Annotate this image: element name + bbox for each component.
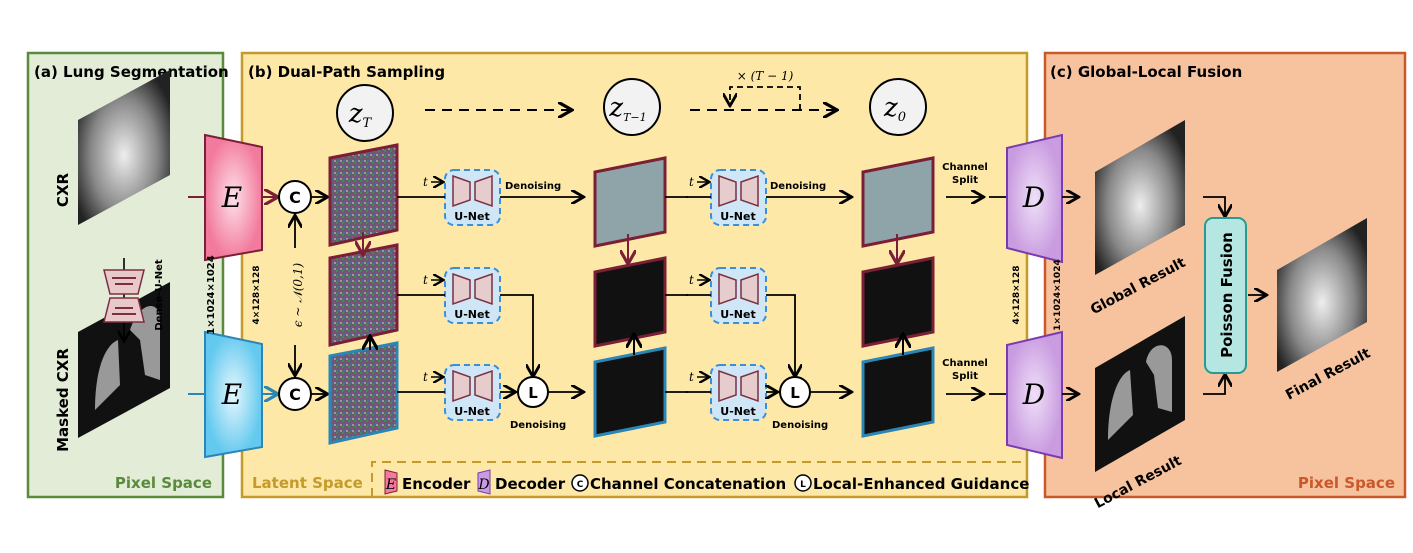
encoder-local-symbol: E <box>221 378 242 411</box>
latent-mid-final <box>861 256 935 348</box>
decoder-global-symbol: D <box>1022 181 1045 214</box>
pixel-space-label-c: Pixel Space <box>1298 474 1395 492</box>
decoder-local-symbol: D <box>1022 378 1045 411</box>
legend-box <box>371 461 1027 497</box>
local-symbol: L <box>528 384 538 402</box>
legend-concat-icon <box>571 474 589 492</box>
masked-cxr-label: Masked CXR <box>54 348 72 452</box>
svg-text:C: C <box>577 480 584 490</box>
svg-text:t: t <box>423 175 428 189</box>
dim-pixel-a: 1×1024×1024 <box>206 255 217 334</box>
local-symbol: L <box>790 384 800 402</box>
legend-decoder-icon <box>477 469 491 495</box>
masked-lungs <box>95 306 160 410</box>
svg-text:t: t <box>423 273 428 287</box>
z-T-node: zT <box>336 84 394 142</box>
latent-noise <box>328 243 399 347</box>
legend-encoder-icon <box>384 469 398 495</box>
cxr-image <box>78 70 170 225</box>
latent-global-final <box>861 156 935 248</box>
noise-label: ϵ ~ 𝒩(0,1) <box>291 263 305 328</box>
decoder-local <box>1006 330 1063 460</box>
unet-block: U-Net t <box>686 169 767 226</box>
denoising-label: Denoising <box>770 181 826 192</box>
latent-local <box>328 341 399 445</box>
svg-text:D: D <box>477 477 489 493</box>
global-result-image <box>1095 120 1185 275</box>
svg-text:U-Net: U-Net <box>720 210 755 223</box>
legend-decoder: Decoder <box>495 475 566 493</box>
denoising-label: Denoising <box>510 420 566 431</box>
final-result-image <box>1277 218 1367 372</box>
latent-space-label: Latent Space <box>252 474 363 492</box>
poisson-fusion-label: Poisson Fusion <box>1218 232 1236 358</box>
z-T-minus-1-node: zT−1 <box>603 78 661 136</box>
dim-pixel-c: 1×1024×1024 <box>1053 259 1063 330</box>
unet-block: U-Net t <box>686 364 767 421</box>
svg-text:U-Net: U-Net <box>454 210 489 223</box>
svg-text:E: E <box>385 477 396 493</box>
unet-block: U-Net t <box>420 364 501 421</box>
legend-concat: Channel Concatenation <box>590 475 786 493</box>
svg-text:t: t <box>689 370 694 384</box>
poisson-fusion-box <box>1204 217 1247 374</box>
svg-text:zT: zT <box>348 99 373 131</box>
svg-text:U-Net: U-Net <box>454 308 489 321</box>
panel-a-title: (a) Lung Segmentation <box>34 63 229 81</box>
latent-local-final <box>861 346 935 438</box>
unet-block: U-Net t <box>420 169 501 226</box>
denoising-label: Denoising <box>772 420 828 431</box>
panel-c-title: (c) Global-Local Fusion <box>1050 63 1242 81</box>
legend-encoder: Encoder <box>402 475 471 493</box>
latent-local-step <box>593 346 667 438</box>
dim-latent-c: 4×128×128 <box>1012 266 1022 325</box>
dim-latent-a: 4×128×128 <box>252 266 262 325</box>
unet-block: U-Net t <box>686 267 767 324</box>
svg-text:t: t <box>423 370 428 384</box>
denoising-label: Denoising <box>505 181 561 192</box>
svg-text:t: t <box>689 273 694 287</box>
encoder-global <box>204 133 263 262</box>
latent-global-step <box>593 156 667 248</box>
svg-text:U-Net: U-Net <box>720 405 755 418</box>
svg-text:zT−1: zT−1 <box>608 93 646 124</box>
latent-mid-step <box>593 256 667 348</box>
svg-text:z0: z0 <box>883 93 906 125</box>
repeat-loop <box>730 86 801 110</box>
panel-b-title: (b) Dual-Path Sampling <box>248 63 445 81</box>
cxr-label: CXR <box>54 172 72 207</box>
pixel-space-label-a: Pixel Space <box>115 474 212 492</box>
concat-symbol: C <box>289 188 301 207</box>
encoder-global-symbol: E <box>221 181 242 214</box>
svg-text:U-Net: U-Net <box>454 405 489 418</box>
svg-text:U-Net: U-Net <box>720 308 755 321</box>
svg-text:L: L <box>800 480 806 490</box>
dense-unet-label: Dense-U-Net <box>154 259 165 331</box>
dense-unet-icon <box>103 258 145 340</box>
legend-local-icon <box>794 474 812 492</box>
legend: E Encoder D Decoder C Channel Concatenat… <box>384 469 1029 495</box>
decoder-global <box>1006 133 1063 264</box>
svg-text:t: t <box>689 175 694 189</box>
legend-local: Local-Enhanced Guidance <box>813 475 1029 493</box>
encoder-local <box>204 330 263 459</box>
unet-block: U-Net t <box>420 267 501 324</box>
latent-global <box>328 143 399 247</box>
repeat-label: × (T − 1) <box>737 69 794 83</box>
concat-symbol: C <box>289 385 301 404</box>
z-0-node: z0 <box>869 78 927 136</box>
